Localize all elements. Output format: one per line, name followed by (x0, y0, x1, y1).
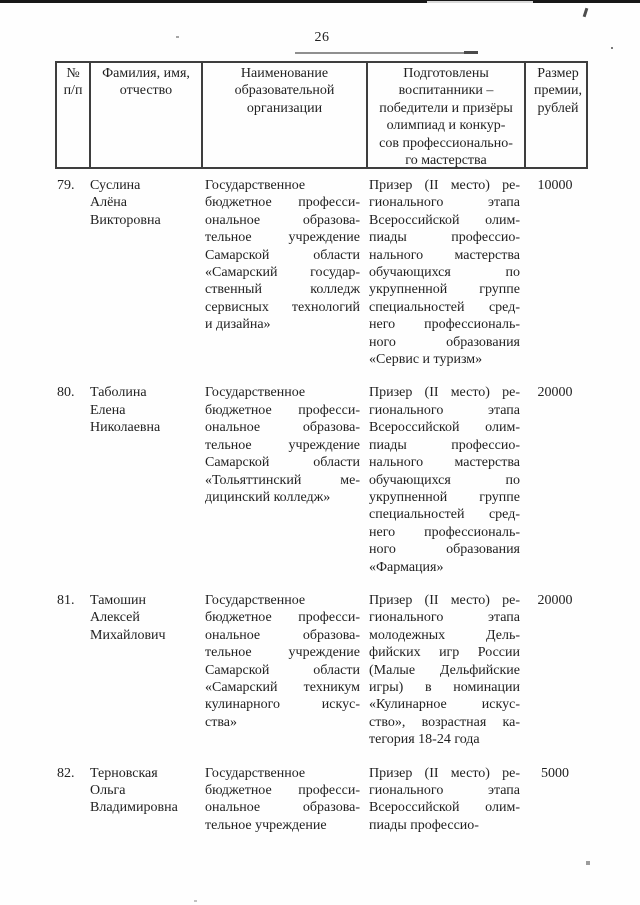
scan-artifact-speck (194, 900, 197, 902)
scan-artifact-top-bar (0, 0, 640, 3)
scan-artifact-line (295, 52, 478, 54)
prize-amount: 20000 (537, 592, 573, 608)
prize-amount: 20000 (537, 385, 573, 401)
row-number: 79. (57, 178, 75, 193)
page-number: 26 (314, 30, 330, 45)
prize-amount: 10000 (537, 178, 573, 193)
prize-amount: 5000 (541, 765, 569, 781)
header-name: Фамилия, имя,отчество (89, 63, 201, 170)
scan-artifact-tick (582, 7, 589, 18)
row-number: 80. (57, 385, 75, 401)
scan-artifact-top-bar-gap (427, 1, 533, 3)
scan-artifact-speck (176, 36, 179, 38)
row-number: 81. (57, 592, 75, 608)
scan-artifact-line-end (464, 51, 478, 54)
scan-artifact-speck (611, 47, 613, 49)
scan-artifact-speck (586, 861, 590, 865)
row-number: 82. (57, 765, 75, 781)
